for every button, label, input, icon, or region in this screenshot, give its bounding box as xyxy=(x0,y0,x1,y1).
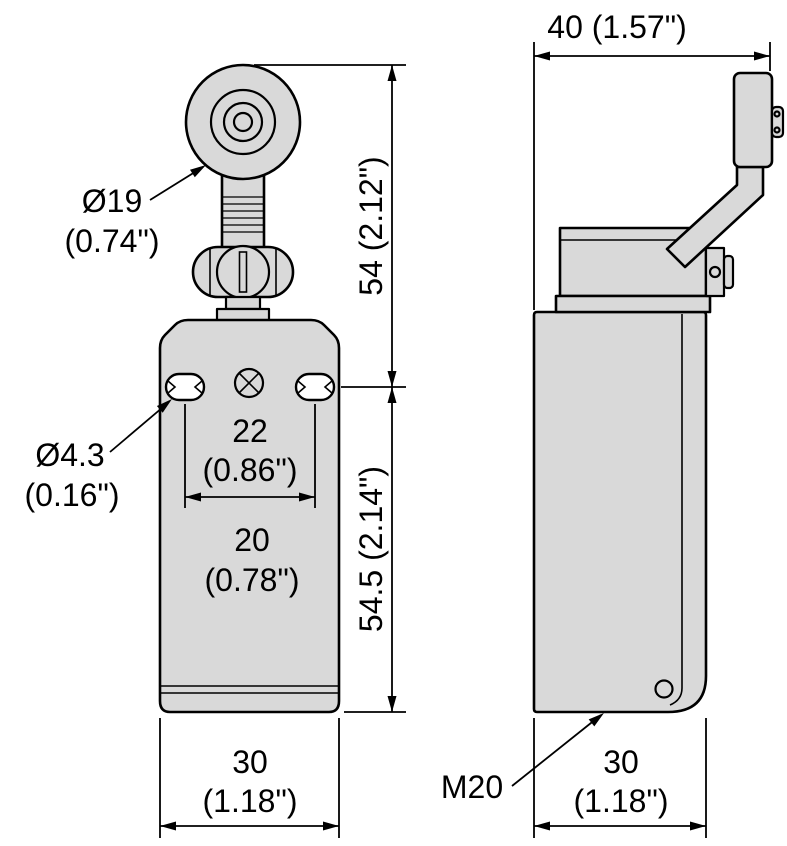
side-dimensions: 40 (1.57") M20 30 (1.18") xyxy=(441,9,771,838)
dim-arrowhead xyxy=(160,821,176,831)
dim-arrowhead xyxy=(754,51,770,61)
dim-side-width: 30 (1.18") xyxy=(533,718,707,838)
head-flange-side xyxy=(554,294,712,314)
dim-arrowhead xyxy=(387,65,397,81)
dim-arrowhead xyxy=(534,821,550,831)
leader-arrowhead xyxy=(190,165,206,178)
plunger-neck-front xyxy=(215,295,271,323)
switch-body-front xyxy=(158,318,341,714)
dim-arrowhead xyxy=(299,492,315,502)
dim-front-width-in: (1.18") xyxy=(203,783,298,819)
cover-screw-side xyxy=(654,679,674,699)
dim-arrowhead xyxy=(387,371,397,387)
dim-roller-diameter-in: (0.74") xyxy=(65,223,160,259)
front-dimensions: Ø19 (0.74") Ø4.3 (0.16") 22 (0.86") 20 (… xyxy=(25,64,406,838)
dim-arrowhead xyxy=(387,387,397,403)
dim-roller-diameter: Ø19 (0.74") xyxy=(65,165,206,259)
pivot-screw xyxy=(215,244,271,300)
dim-arrowhead xyxy=(690,821,706,831)
pivot-axle-side xyxy=(704,246,735,298)
dim-hole-spacing: 22 (0.86") 20 (0.78") xyxy=(184,404,316,598)
roller-front xyxy=(184,63,302,181)
conduit-thread-label: M20 xyxy=(441,769,503,805)
dim-hole-spacing-mm: 22 xyxy=(232,413,268,449)
dim-hole-diameter-in: (0.16") xyxy=(25,477,120,513)
pivot-hub-front xyxy=(191,244,295,300)
mounting-hole-left xyxy=(164,372,206,402)
dim-arrowhead xyxy=(323,821,339,831)
lever-arm-serration xyxy=(223,196,263,233)
dim-hole-diameter-mm: Ø4.3 xyxy=(35,437,104,473)
roller-side xyxy=(732,71,785,169)
side-view xyxy=(532,71,785,714)
mounting-hole-right xyxy=(294,372,336,402)
pivot-screw-slot xyxy=(238,251,248,293)
dim-roller-diameter-mm: Ø19 xyxy=(82,183,142,219)
leader-arrowhead xyxy=(156,399,172,413)
front-view xyxy=(158,63,341,714)
dim-hole-spacing-in: (0.86") xyxy=(203,452,298,488)
dim-side-width-in: (1.18") xyxy=(574,783,669,819)
dim-hole-diameter: Ø4.3 (0.16") xyxy=(25,399,172,513)
dim-lever-height-label: 54 (2.12") xyxy=(353,156,389,295)
dim-arrowhead xyxy=(534,51,550,61)
dim-lever-height: 54 (2.12") 54.5 (2.14") xyxy=(254,64,406,713)
dim-slot-spacing-mm: 20 xyxy=(234,522,270,558)
dim-arrowhead xyxy=(185,492,201,502)
head-screw-icon xyxy=(233,367,265,399)
dim-conduit-thread: M20 xyxy=(441,713,604,805)
leader-arrowhead xyxy=(588,713,604,727)
dim-slot-spacing-in: (0.78") xyxy=(205,562,300,598)
dim-front-width-mm: 30 xyxy=(232,744,268,780)
dim-side-width-mm: 30 xyxy=(603,744,639,780)
dim-depth: 40 (1.57") xyxy=(533,9,771,310)
dim-arrowhead xyxy=(387,696,397,712)
body-face-edge xyxy=(669,314,683,706)
dim-body-height-label: 54.5 (2.14") xyxy=(353,466,389,632)
switch-body-side xyxy=(532,310,708,714)
dim-front-width: 30 (1.18") xyxy=(159,718,340,838)
dim-depth-label: 40 (1.57") xyxy=(547,9,686,45)
